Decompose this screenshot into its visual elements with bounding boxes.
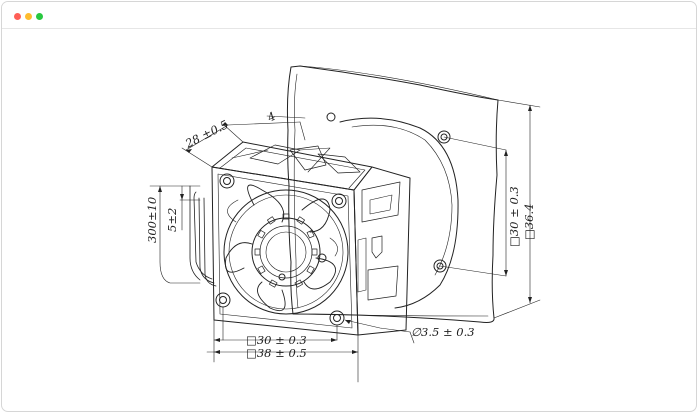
depth-dimension-label: 28 ±0.5 xyxy=(182,117,230,151)
lead-length-label: 300±10 xyxy=(145,197,159,243)
title-bar xyxy=(2,2,696,29)
fan-frame-top xyxy=(211,141,373,191)
maximize-window-button[interactable] xyxy=(36,13,43,20)
fan-frame-side xyxy=(353,166,411,336)
lead-strip-label: 5±2 xyxy=(165,208,179,232)
close-window-button[interactable] xyxy=(14,13,21,20)
lead-wires xyxy=(189,185,217,287)
offset-dimension-label: 4 xyxy=(264,109,278,125)
fan-blades xyxy=(224,184,338,312)
hole-diameter-label: ∅3.5 ± 0.3 xyxy=(411,325,475,339)
dimension-labels: 28 ±0.5 4 300±10 5±2 □30 ± 0.3 □36.4 □30… xyxy=(145,109,536,360)
dimension-arrows xyxy=(158,105,532,354)
frame-front-label: □38 ± 0.5 xyxy=(246,346,307,360)
minimize-window-button[interactable] xyxy=(25,13,32,20)
hole-spacing-side-label: □30 ± 0.3 xyxy=(507,186,521,247)
mounting-plate xyxy=(286,65,499,323)
fan-hub xyxy=(251,213,321,288)
fan-front-face xyxy=(211,166,359,336)
body-side-label: □36.4 xyxy=(522,204,536,240)
dimension-lines xyxy=(149,99,541,383)
hole-spacing-front-label: □30 ± 0.3 xyxy=(246,333,307,347)
